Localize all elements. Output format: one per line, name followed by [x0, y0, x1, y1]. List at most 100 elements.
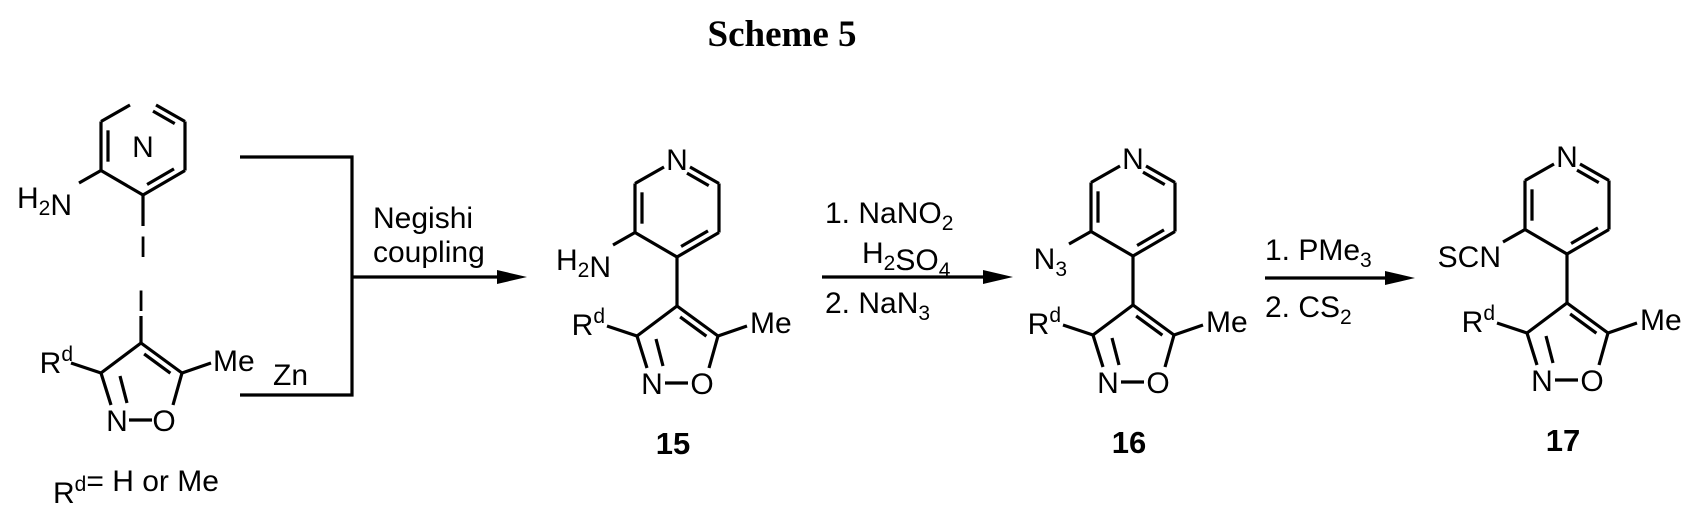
arrowhead-1 — [497, 270, 527, 284]
substituent-bond — [1068, 230, 1092, 246]
condition-line-1: Negishi — [373, 202, 473, 235]
text-segment: N — [1122, 143, 1144, 176]
compound-number: 16 — [1112, 425, 1146, 460]
substituent-label: SCN — [1438, 241, 1501, 274]
text-segment: R — [53, 477, 75, 510]
double-bond-line — [118, 375, 129, 404]
text-segment: Me — [750, 307, 792, 340]
rd-label: Rd — [1028, 304, 1061, 341]
subscript: 3 — [1055, 258, 1067, 281]
bond — [689, 165, 720, 185]
bond — [171, 372, 184, 406]
isothiocyanate-step: 1. PMe3 2. CS2 — [1265, 234, 1415, 329]
double-bond-line — [1569, 312, 1598, 335]
subscript: 4 — [939, 259, 951, 282]
rd-bond — [1062, 323, 1094, 337]
double-bond-line — [1110, 337, 1121, 366]
bond — [100, 341, 142, 375]
text-segment: I — [137, 285, 145, 318]
reagent-line-1: 1. PMe3 — [1265, 234, 1372, 272]
double-bond-line — [1135, 314, 1164, 337]
text-segment: 1. NaNO — [825, 197, 942, 230]
methyl-bond — [717, 324, 748, 338]
methyl-label: Me — [213, 345, 255, 378]
bond — [1524, 162, 1555, 182]
text-segment: 1. PMe — [1265, 234, 1360, 267]
text-segment: O — [152, 405, 175, 438]
bond — [1526, 301, 1568, 335]
rd-label: Rd — [40, 343, 73, 380]
reagent-aminoiodopyridine: N H2N I — [17, 103, 187, 264]
superscript: d — [75, 473, 87, 496]
subscript: 2 — [578, 259, 590, 282]
text-segment: R — [1028, 308, 1050, 341]
substituent-label: H2N — [556, 244, 611, 284]
subscript: 2 — [942, 212, 954, 235]
text-segment: H — [556, 244, 578, 277]
text-segment: N — [589, 251, 611, 284]
double-bond-line — [1570, 226, 1599, 245]
subscript: 2 — [1340, 306, 1352, 329]
superscript: d — [1049, 304, 1061, 327]
text-segment: 2. CS — [1265, 291, 1340, 324]
text-segment: H — [17, 182, 39, 215]
text-segment: N — [1556, 141, 1578, 174]
bond — [155, 103, 186, 123]
compound-number: 15 — [656, 426, 690, 461]
subscript: 3 — [918, 302, 930, 325]
double-bond-line — [152, 109, 176, 126]
text-segment: N — [666, 144, 688, 177]
text-segment: coupling — [373, 236, 485, 269]
text-segment: N — [1097, 367, 1119, 400]
bond — [634, 165, 665, 185]
ring-nitrogen-label: N — [1122, 143, 1144, 176]
text-segment: N — [1531, 365, 1553, 398]
double-bond-line — [654, 338, 665, 367]
isoxazole-nitrogen-label: N — [1097, 367, 1119, 400]
double-bond-line — [1142, 170, 1166, 187]
text-segment: O — [1580, 365, 1603, 398]
substituent-bond — [1502, 228, 1526, 244]
bond — [140, 341, 183, 375]
isoxazole-nitrogen-label: N — [641, 368, 663, 401]
rd-definition: Rd= H or Me — [53, 465, 219, 510]
double-bond-line — [1136, 228, 1165, 247]
isoxazole-oxygen-label: O — [690, 368, 713, 401]
text-segment: = H or Me — [86, 465, 219, 498]
bond — [100, 169, 144, 197]
text-segment: Me — [213, 345, 255, 378]
reagent-line-1: 1. NaNO2 — [825, 197, 953, 235]
double-bond-line — [680, 229, 709, 248]
arrowhead-2 — [983, 270, 1013, 284]
negishi-step: Negishi coupling — [240, 155, 527, 397]
compound-number: 17 — [1546, 423, 1580, 458]
rd-label: Rd — [1462, 302, 1495, 339]
zinc-label: Zn — [273, 359, 308, 392]
text-segment: R — [40, 347, 62, 380]
superscript: d — [593, 305, 605, 328]
bond — [634, 231, 678, 259]
text-segment: N — [1034, 243, 1056, 276]
methyl-label: Me — [1640, 304, 1682, 337]
condition-line-2: coupling — [373, 236, 485, 269]
bond — [1132, 230, 1176, 258]
text-segment: 2. NaN — [825, 287, 918, 320]
text-segment: N — [106, 405, 128, 438]
bond — [636, 304, 678, 338]
superscript: d — [1483, 302, 1495, 325]
reagent-line-3: 2. NaN3 — [825, 287, 930, 325]
text-segment: Negishi — [373, 202, 473, 235]
rd-label: Rd — [572, 305, 605, 342]
isoxazole-nitrogen-label: N — [106, 405, 128, 438]
scheme-title: Scheme 5 — [708, 14, 857, 55]
text-segment: I — [139, 231, 147, 264]
double-bond-line — [1576, 168, 1600, 185]
text-segment: Me — [1640, 304, 1682, 337]
isoxazole-oxygen-label: O — [1146, 367, 1169, 400]
text-segment: N — [641, 368, 663, 401]
substituent-bond — [612, 231, 636, 247]
isoxazole-oxygen-label: O — [152, 405, 175, 438]
methyl-bond — [181, 361, 212, 375]
bond — [1092, 303, 1134, 337]
